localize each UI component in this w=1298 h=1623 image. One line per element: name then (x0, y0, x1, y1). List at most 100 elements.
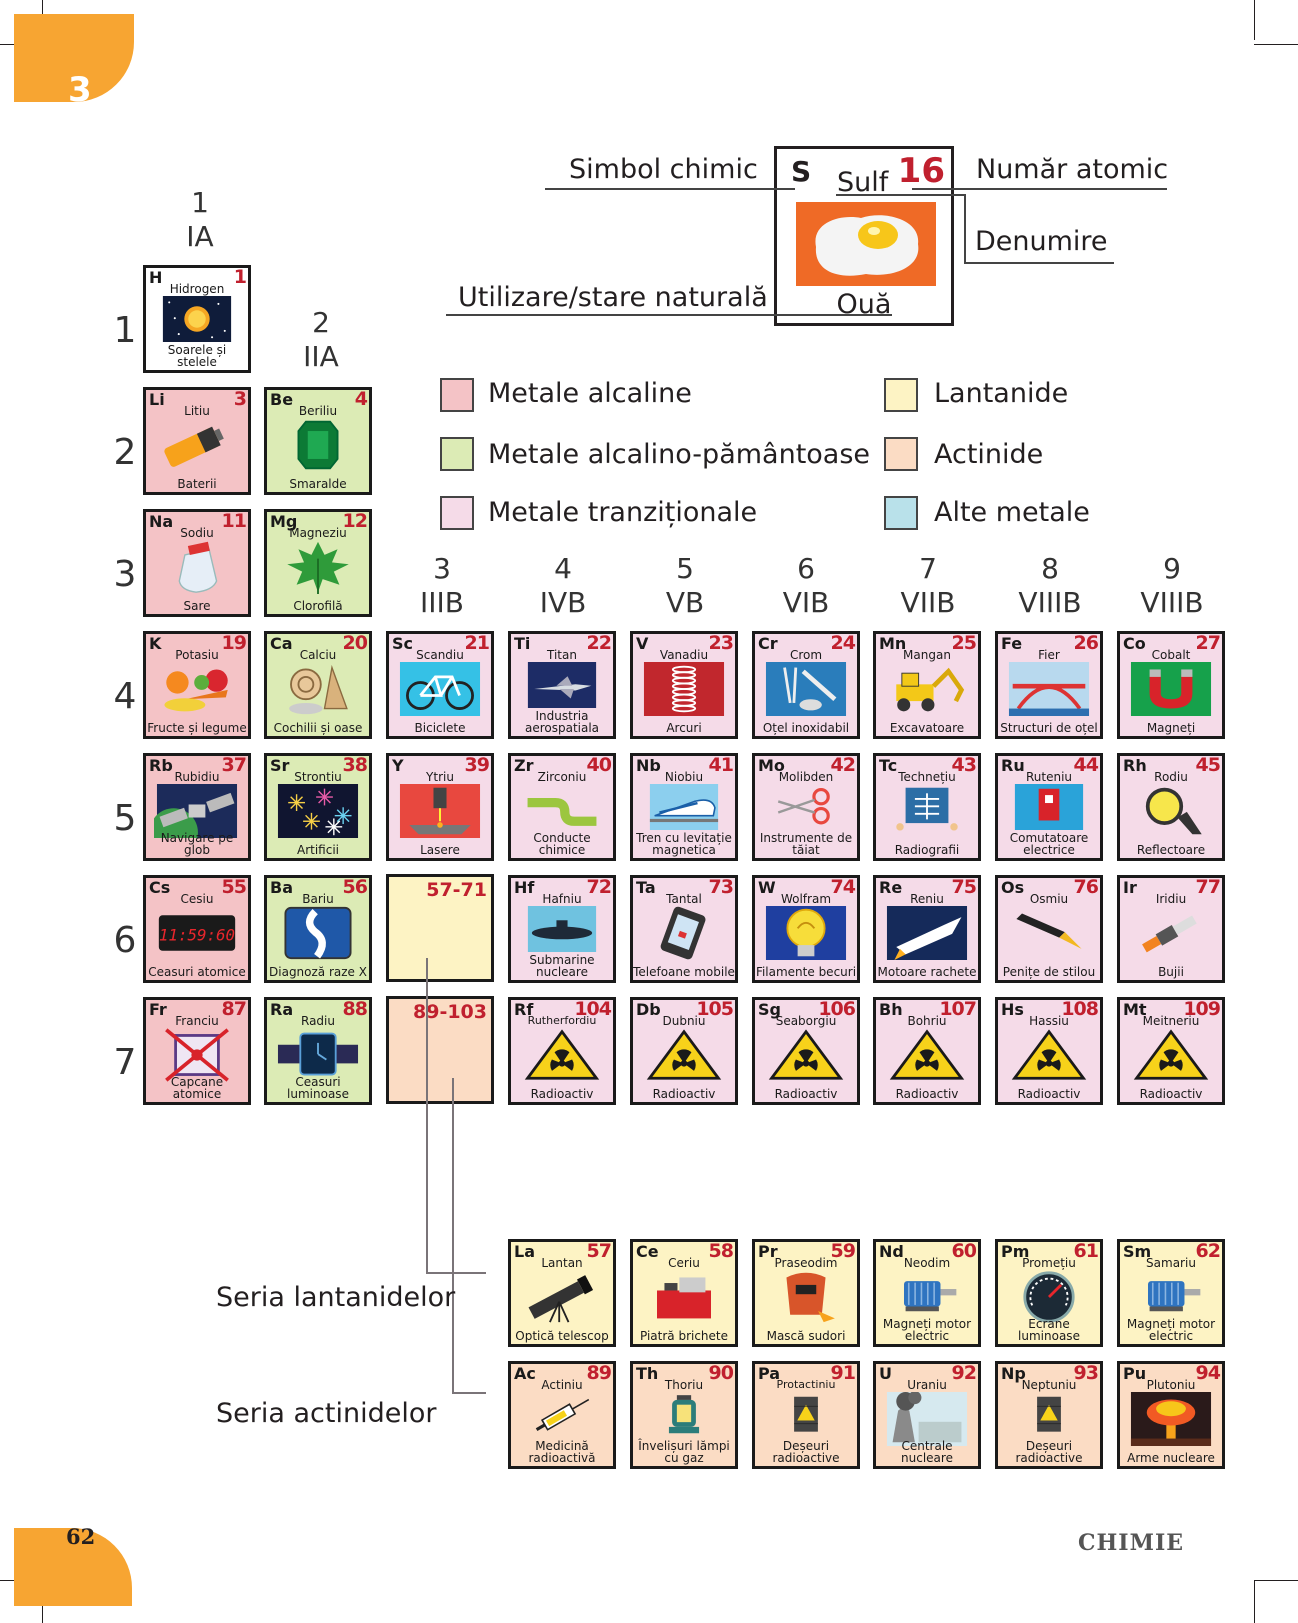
element-symbol: Rh (1123, 756, 1147, 775)
clock-display: 11:59:60 (159, 925, 235, 944)
atomic-number: 3 (233, 388, 247, 410)
key-box: S Sulf 16 Ouă (774, 146, 954, 326)
sun-icon (154, 296, 240, 342)
element-name: Dubniu (662, 1014, 706, 1028)
atomic-number: 94 (1195, 1362, 1221, 1384)
period-number: 4 (113, 676, 137, 717)
element-symbol: Pr (758, 1242, 778, 1261)
element-name: Cesiu (180, 892, 214, 906)
element-symbol: Tc (879, 756, 898, 775)
element-symbol: W (758, 878, 776, 897)
crop-mark (1254, 1580, 1255, 1623)
element-name: Osmiu (1029, 892, 1069, 906)
element-use: Reflectoare (1136, 843, 1206, 857)
element-symbol: Pu (1123, 1364, 1147, 1383)
pointer-line (964, 262, 1114, 264)
satellite-icon (149, 784, 240, 857)
element-name: Samariu (1146, 1256, 1196, 1270)
legend-swatch (440, 496, 474, 530)
group-number: 6 (797, 552, 815, 585)
element-name: Promețiu (1022, 1256, 1076, 1270)
element-name: Hassiu (1029, 1014, 1069, 1028)
atomic-number: 22 (586, 632, 612, 654)
element-symbol: Be (270, 390, 294, 409)
submarine-icon (519, 906, 605, 952)
element-name: Neptuniu (1021, 1378, 1077, 1392)
element-name: Litiu (184, 404, 210, 418)
motor-icon (1128, 1270, 1214, 1316)
element-use: Radioactiv (895, 1087, 959, 1101)
atomic-number: 42 (830, 754, 856, 776)
bicycle-icon (397, 662, 483, 716)
atomic-number: 73 (708, 876, 734, 898)
period-number: 3 (113, 554, 137, 595)
element-symbol: Ce (636, 1242, 659, 1261)
period-number: 1 (113, 310, 137, 351)
atomic-number: 106 (818, 998, 856, 1020)
power-plant-icon (884, 1391, 970, 1446)
period-number: 5 (113, 798, 137, 839)
element-name: Iridiu (1155, 892, 1187, 906)
element-symbol: Mt (1123, 1000, 1147, 1019)
lanthanide-series-label: Seria lantanidelor (216, 1282, 456, 1313)
element-symbol: Li (149, 390, 165, 409)
element-symbol: Cs (149, 878, 171, 897)
atomic-number: 37 (221, 754, 247, 776)
element-use: Sare (183, 599, 211, 613)
element-symbol: Fe (1001, 634, 1023, 653)
group-number: 3 (433, 552, 451, 585)
element-name: Bohriu (907, 1014, 947, 1028)
train-icon (641, 784, 727, 830)
gauge-icon (1006, 1270, 1092, 1324)
element-symbol: Rf (514, 1000, 534, 1019)
crop-mark (1254, 1580, 1298, 1581)
rocket-icon (884, 906, 970, 960)
element-name: Niobiu (664, 770, 704, 784)
element-use: Magneți motor electric (1126, 1317, 1216, 1343)
element-name: Calciu (299, 648, 337, 662)
atomic-number: 1 (233, 266, 247, 288)
series-connector (452, 1392, 486, 1394)
element-symbol: Ta (636, 878, 656, 897)
element-symbol: Sr (270, 756, 290, 775)
element-use: Radioactiv (1139, 1087, 1203, 1101)
element-name: Ceriu (668, 1256, 700, 1270)
scissors-icon (763, 784, 849, 830)
legend-label: Alte metale (934, 497, 1090, 528)
atomic-number: 4 (354, 388, 368, 410)
element-name: Vanadiu (659, 648, 709, 662)
element-use: Magneți motor electric (882, 1317, 972, 1343)
element-symbol: Cr (758, 634, 778, 653)
element-symbol: Bh (879, 1000, 903, 1019)
element-use: Soarele și stelele (167, 343, 227, 369)
phone-icon (641, 906, 727, 960)
waste-barrel-icon (763, 1392, 849, 1438)
magnet-icon (1128, 662, 1214, 716)
syringe-icon (519, 1392, 605, 1438)
radioactive-icon (519, 1028, 605, 1082)
radioactive-icon (1006, 1028, 1092, 1082)
element-name: Cobalt (1151, 648, 1191, 662)
group-number: 4 (554, 552, 572, 585)
element-name: Neodim (903, 1256, 951, 1270)
pipe-icon (519, 784, 605, 838)
atomic-number: 93 (1073, 1362, 1099, 1384)
atomic-number: 88 (342, 998, 368, 1020)
atomic-number: 26 (1073, 632, 1099, 654)
laser-icon (397, 784, 483, 838)
element-use: Tren cu levitație magnetica (636, 831, 732, 857)
element-use: Deșeuri radioactive (772, 1439, 840, 1465)
